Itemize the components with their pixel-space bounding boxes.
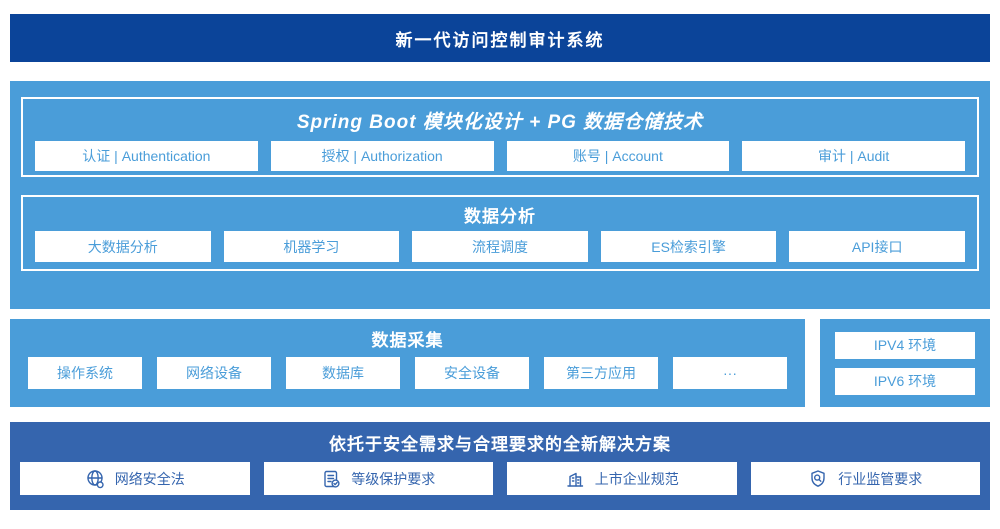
source-ellipsis: ··· — [673, 357, 787, 389]
building-icon — [565, 469, 585, 489]
module-audit: 审计 | Audit — [742, 141, 965, 171]
solution-title: 依托于安全需求与合理要求的全新解决方案 — [329, 434, 671, 454]
module-account: 账号 | Account — [506, 141, 730, 171]
source-operating-system: 操作系统 — [28, 357, 142, 389]
platform-container: Spring Boot 模块化设计 + PG 数据仓储技术 认证 | Authe… — [10, 81, 990, 309]
module-machine-learning: 机器学习 — [223, 231, 400, 262]
source-database: 数据库 — [286, 357, 400, 389]
source-security-device: 安全设备 — [415, 357, 529, 389]
system-title: 新一代访问控制审计系统 — [395, 30, 605, 50]
source-network-device: 网络设备 — [157, 357, 271, 389]
system-title-banner: 新一代访问控制审计系统 — [10, 14, 990, 62]
data-analysis-title: 数据分析 — [464, 206, 536, 226]
ipv6-environment: IPV6 环境 — [835, 367, 975, 395]
data-analysis-row: 大数据分析 机器学习 流程调度 ES检索引擎 API接口 — [23, 231, 977, 262]
ip-environments-section: IPV4 环境 IPV6 环境 — [820, 319, 990, 407]
data-collection-row: 操作系统 网络设备 数据库 安全设备 第三方应用 ··· — [10, 357, 805, 389]
requirement-label: 行业监管要求 — [838, 470, 923, 487]
document-check-icon — [321, 469, 341, 489]
requirement-listed-company: 上市企业规范 — [507, 462, 737, 495]
requirement-cybersecurity-law: 网络安全法 — [20, 462, 250, 495]
module-authorization: 授权 | Authorization — [270, 141, 494, 171]
springboot-section: Spring Boot 模块化设计 + PG 数据仓储技术 认证 | Authe… — [21, 97, 979, 177]
ipv4-environment: IPV4 环境 — [835, 331, 975, 359]
module-authentication: 认证 | Authentication — [35, 141, 258, 171]
requirement-label: 上市企业规范 — [594, 470, 679, 487]
requirement-label: 等级保护要求 — [351, 470, 436, 487]
springboot-modules-row: 认证 | Authentication 授权 | Authorization 账… — [23, 141, 977, 171]
shield-magnifier-icon — [808, 469, 828, 489]
module-bigdata-analysis: 大数据分析 — [35, 231, 211, 262]
module-flow-scheduling: 流程调度 — [412, 231, 588, 262]
data-collection-title: 数据采集 — [371, 330, 444, 350]
requirement-label: 网络安全法 — [114, 470, 185, 487]
solution-row: 网络安全法 等级保护要求 — [10, 462, 990, 495]
module-es-search: ES检索引擎 — [600, 231, 777, 262]
module-api: API接口 — [789, 231, 965, 262]
data-collection-section: 数据采集 操作系统 网络设备 数据库 安全设备 第三方应用 ··· — [10, 319, 805, 407]
source-third-party-app: 第三方应用 — [544, 357, 658, 389]
requirement-classified-protection: 等级保护要求 — [263, 462, 493, 495]
requirement-industry-regulation: 行业监管要求 — [750, 462, 980, 495]
springboot-section-title: Spring Boot 模块化设计 + PG 数据仓储技术 — [296, 111, 704, 133]
globe-icon — [85, 469, 105, 489]
solution-section: 依托于安全需求与合理要求的全新解决方案 网络安全法 — [10, 422, 990, 510]
data-analysis-section: 数据分析 大数据分析 机器学习 流程调度 ES检索引擎 API接口 — [21, 195, 979, 271]
